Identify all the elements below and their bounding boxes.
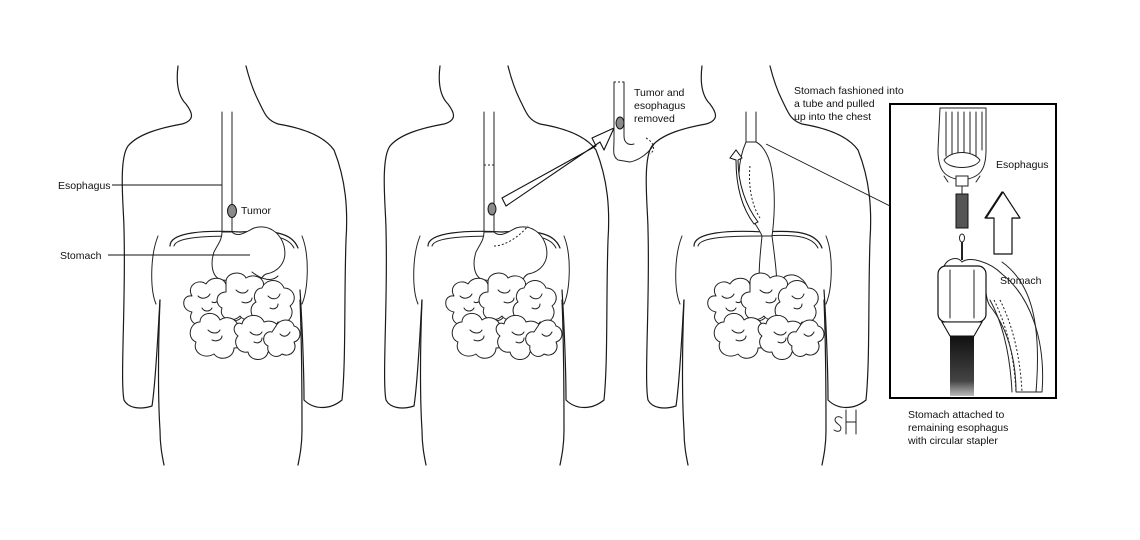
tumor-2	[487, 202, 497, 216]
panel-3-reconstruction	[645, 65, 872, 466]
esophagus-stump-3	[745, 111, 757, 143]
esophagus-segment	[937, 107, 987, 187]
pull-up-arrow	[729, 149, 759, 225]
svg-text:removed: removed	[634, 113, 675, 125]
resection-line-2	[493, 225, 529, 247]
intestines-2	[445, 272, 563, 360]
intestines-1	[183, 272, 301, 360]
anvil-shaft	[955, 193, 969, 229]
removed-label: Tumor and esophagus removed	[634, 87, 685, 125]
panel-1-preop: Esophagus Tumor Stomach	[58, 65, 348, 466]
inset-esophagus-label: Esophagus	[996, 159, 1049, 171]
inset-stomach-label: Stomach	[1000, 275, 1042, 287]
removal-arrow	[501, 127, 615, 207]
anastomosis-inset	[889, 103, 1057, 399]
diaphragm-3	[693, 230, 823, 249]
body-silhouette-2	[383, 65, 610, 466]
panel-2-resection	[383, 65, 615, 466]
stapler-head	[937, 265, 987, 323]
svg-text:Stomach attached to: Stomach attached to	[908, 409, 1004, 421]
stapler-handle	[950, 336, 974, 396]
removed-specimen	[613, 81, 655, 163]
tumor-1	[227, 204, 237, 218]
tumor-label-1: Tumor	[241, 205, 271, 217]
stomach-label-1: Stomach	[60, 250, 102, 262]
svg-text:with circular stapler: with circular stapler	[907, 435, 998, 447]
svg-text:Stomach fashioned into: Stomach fashioned into	[794, 85, 904, 97]
body-silhouette-1	[121, 65, 348, 466]
diaphragm-2	[427, 230, 561, 249]
svg-text:remaining esophagus: remaining esophagus	[908, 422, 1008, 434]
tube-label: Stomach fashioned into a tube and pulled…	[794, 85, 904, 123]
svg-text:Tumor and: Tumor and	[634, 87, 685, 99]
inset-caption: Stomach attached to remaining esophagus …	[907, 409, 1008, 447]
body-silhouette-3	[645, 65, 872, 466]
intestines-3	[707, 272, 825, 360]
svg-text:esophagus: esophagus	[634, 100, 685, 112]
tumor-removed	[615, 116, 625, 130]
svg-text:a tube and pulled: a tube and pulled	[794, 98, 875, 110]
esophagus-label-1: Esophagus	[58, 180, 111, 192]
svg-text:up into the chest: up into the chest	[794, 111, 871, 123]
artist-signature	[833, 409, 857, 435]
diaphragm-1	[169, 230, 299, 249]
inset-callout-line	[765, 143, 891, 207]
